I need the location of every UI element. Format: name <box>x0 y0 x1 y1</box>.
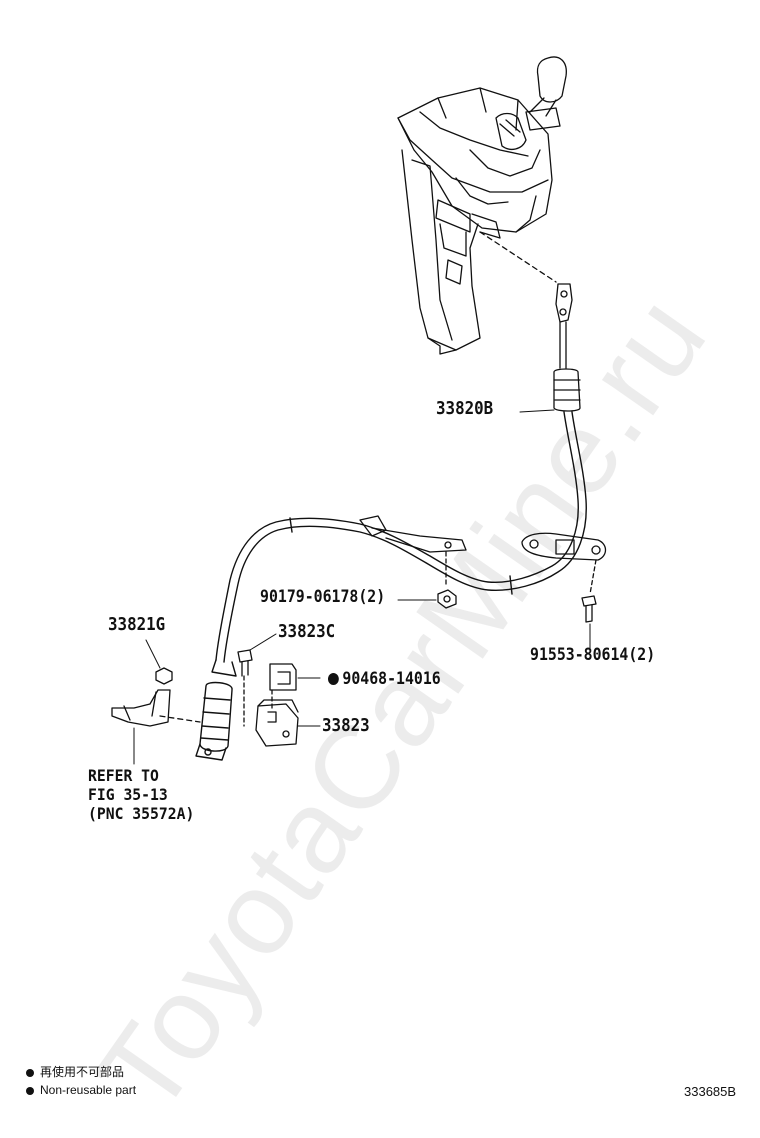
bolt <box>581 595 597 623</box>
legend-jp: 再使用不可部品 <box>26 1066 124 1078</box>
callout-90468-text: 90468-14016 <box>342 669 441 688</box>
clip <box>269 663 297 691</box>
shift-lever-assembly <box>397 56 567 355</box>
legend-jp-text: 再使用不可部品 <box>40 1065 125 1079</box>
leader-33820b <box>519 409 555 413</box>
cable-clamp <box>359 515 467 587</box>
control-cable <box>195 411 587 761</box>
cable-end-fitting <box>553 283 581 412</box>
callout-33821g: 33821G <box>108 614 166 635</box>
bracket-plate <box>255 699 299 747</box>
callout-33820b: 33820B <box>436 398 494 419</box>
leader-33823c <box>249 633 277 651</box>
callout-33823: 33823 <box>322 715 370 736</box>
figure-id: 333685B <box>684 1084 737 1099</box>
bullet-dot-icon <box>26 1068 34 1077</box>
leader-33821g <box>145 639 161 669</box>
reference-note-line: REFER TO <box>88 766 159 785</box>
legend-en: Non-reusable part <box>26 1084 136 1096</box>
nut <box>437 589 457 609</box>
callout-91553: 91553-80614(2) <box>530 645 656 664</box>
left-bracket <box>111 667 201 727</box>
parts-diagram <box>111 56 607 765</box>
callout-33823c: 33823C <box>278 621 336 642</box>
callout-90468: 90468-14016 <box>328 669 441 688</box>
bracket-bolt <box>237 649 253 727</box>
reference-note-line: (PNC 35572A) <box>88 804 195 823</box>
legend-en-text: Non-reusable part <box>40 1083 137 1097</box>
bullet-dot-icon <box>26 1086 34 1095</box>
callout-90179: 90179-06178(2) <box>260 587 386 606</box>
reference-note-line: FIG 35-13 <box>88 785 168 804</box>
cable-flange <box>521 532 607 561</box>
reference-note: REFER TO FIG 35-13 (PNC 35572A) <box>88 766 194 823</box>
nonreusable-dot-icon <box>328 673 339 685</box>
